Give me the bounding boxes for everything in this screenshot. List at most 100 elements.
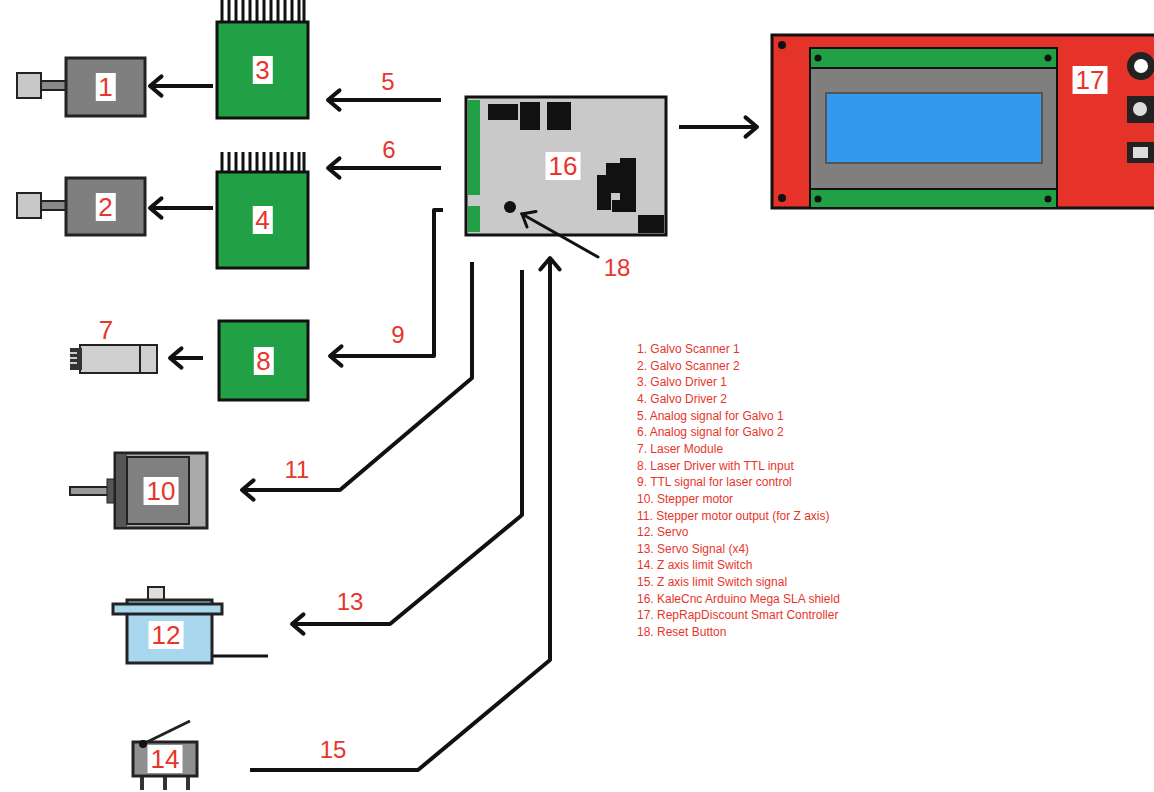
smart-controller-part [778, 194, 786, 202]
connector-line [242, 262, 472, 490]
signal-arrow [250, 258, 560, 770]
connector-line [330, 210, 443, 356]
servo-part [113, 604, 222, 614]
galvo-scanner-box: 1 [66, 58, 145, 116]
controller-board-part [547, 102, 571, 130]
smart-controller-box: 17 [772, 35, 1154, 208]
galvo-driver-1-part [263, 0, 266, 22]
key-entry: 3. Galvo Driver 1 [637, 374, 727, 390]
galvo-driver-1-part [298, 0, 301, 22]
key-entry: 16. KaleCnc Arduino Mega SLA shield [637, 591, 840, 607]
galvo-driver-1-part [303, 0, 306, 22]
galvo-driver-2-part [249, 152, 252, 172]
smart-controller-part [1133, 102, 1147, 116]
galvo-driver-1-part [228, 0, 231, 22]
galvo-driver-2-part [291, 152, 294, 172]
controller-board-part [620, 158, 636, 206]
limit-switch-part [143, 721, 190, 744]
signal-number: 5 [379, 69, 396, 95]
limit-switch [133, 721, 197, 790]
stepper-motor-part [127, 457, 189, 524]
controller-board-part [504, 201, 516, 213]
callout-number: 10 [144, 477, 179, 505]
galvo-driver-2-part [221, 152, 224, 172]
laser-driver [219, 321, 308, 400]
connector-line [292, 270, 522, 624]
stepper-motor-part [70, 487, 112, 495]
galvo-scanner-2-part [17, 193, 41, 218]
smart-controller-part [1134, 59, 1148, 73]
galvo-driver-1-part [221, 0, 224, 22]
key-entry: 15. Z axis limit Switch signal [637, 574, 787, 590]
smart-controller-part [1127, 142, 1154, 163]
connector-line [250, 258, 550, 770]
callout-number: 17 [1073, 66, 1108, 94]
connector-line [150, 206, 213, 210]
galvo-driver-1-part [284, 0, 287, 22]
galvo-driver-2-part [242, 152, 245, 172]
signal-number: 6 [380, 137, 397, 163]
callout-number: 16 [546, 152, 581, 180]
signal-number: 11 [283, 457, 312, 483]
callout-number: 8 [253, 347, 273, 375]
smart-controller-part [772, 35, 1154, 208]
key-entry: 1. Galvo Scanner 1 [637, 341, 740, 357]
key-entry: 17. RepRapDiscount Smart Controller [637, 607, 838, 623]
reset-leader-part [522, 212, 536, 228]
stepper-motor-part [116, 454, 127, 527]
galvo-driver-2-part [256, 152, 259, 172]
galvo-driver-2-part [217, 172, 308, 268]
signal-arrow [292, 270, 522, 634]
signal-number: 13 [335, 589, 366, 615]
arrow-head [328, 90, 339, 109]
galvo-driver-2-part [284, 152, 287, 172]
galvo-driver-1-part [249, 0, 252, 22]
laser-module [70, 345, 157, 373]
limit-switch-part [163, 776, 167, 790]
galvo-scanner-2-part [66, 178, 145, 235]
laser-module-part [139, 345, 141, 373]
key-entry: 13. Servo Signal (x4) [637, 541, 749, 557]
laser-module-part [70, 352, 77, 354]
signal-number: 9 [389, 322, 406, 348]
galvo-driver-2-part [228, 152, 231, 172]
arrow-head [540, 258, 559, 269]
smart-controller-part [1127, 52, 1154, 80]
smart-controller-part [810, 48, 1057, 208]
galvo-scanner-box: 2 [66, 178, 145, 235]
key-entry: 12. Servo [637, 524, 688, 540]
smart-controller [772, 35, 1154, 208]
laser-module-part [80, 345, 157, 373]
signal-arrow [330, 210, 443, 366]
galvo-driver-2-part [263, 152, 266, 172]
smart-controller-part [815, 196, 822, 203]
smart-controller-part [815, 55, 822, 62]
controller-board-part [468, 206, 480, 232]
smart-controller-part [810, 48, 1057, 68]
galvo-driver-1-part [256, 0, 259, 22]
controller-board-part [520, 102, 540, 130]
key-entry: 14. Z axis limit Switch [637, 557, 752, 573]
laser-module-part [70, 357, 77, 359]
key-entry: 5. Analog signal for Galvo 1 [637, 408, 784, 424]
signal-arrow [150, 76, 213, 95]
servo-part [148, 587, 164, 600]
key-entry: 10. Stepper motor [637, 491, 733, 507]
galvo-driver-box: 4 [217, 172, 308, 268]
limit-switch-box: 14 [133, 742, 197, 776]
galvo-scanner-2-part [41, 201, 66, 210]
connector-line [150, 84, 213, 88]
smart-controller-part [826, 93, 1042, 163]
connector-line [328, 98, 441, 102]
arrow-head [242, 480, 253, 499]
controller-board [466, 97, 666, 235]
connector-line [679, 125, 757, 129]
callout-number: 7 [96, 316, 116, 344]
signal-arrow [170, 348, 203, 367]
stepper-motor-box: 10 [115, 453, 207, 528]
galvo-driver-1-part [217, 22, 308, 118]
key-entry: 18. Reset Button [637, 624, 726, 640]
galvo-driver-2 [217, 152, 308, 268]
galvo-driver-2-part [298, 152, 301, 172]
